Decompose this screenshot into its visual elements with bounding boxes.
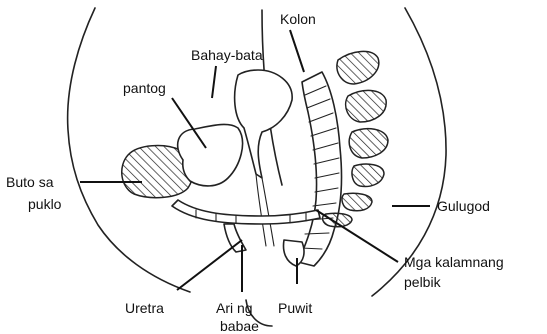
label-ari-line2: babae xyxy=(220,318,259,334)
bladder-shape xyxy=(178,124,243,185)
anus-shape xyxy=(284,240,305,266)
label-ari-line1: Ari ng xyxy=(216,300,253,316)
label-kalamnan-line2: pelbik xyxy=(404,274,442,290)
label-buto-sa-puklo-line2: puklo xyxy=(28,196,62,212)
vagina-canal-line xyxy=(256,174,266,246)
label-puwit: Puwit xyxy=(278,300,312,316)
colon-tube xyxy=(298,72,342,266)
uterus-shape xyxy=(235,70,293,178)
pelvic-floor-muscles xyxy=(172,200,320,224)
label-gulugod: Gulugod xyxy=(437,198,490,214)
label-kolon: Kolon xyxy=(280,11,316,27)
label-buto-sa-puklo-line1: Buto sa xyxy=(6,174,54,190)
label-kalamnan-line1: Mga kalamnang xyxy=(404,254,504,270)
label-bahay-bata: Bahay-bata xyxy=(191,47,263,63)
label-uretra: Uretra xyxy=(125,300,164,316)
label-pantog: pantog xyxy=(123,80,166,96)
